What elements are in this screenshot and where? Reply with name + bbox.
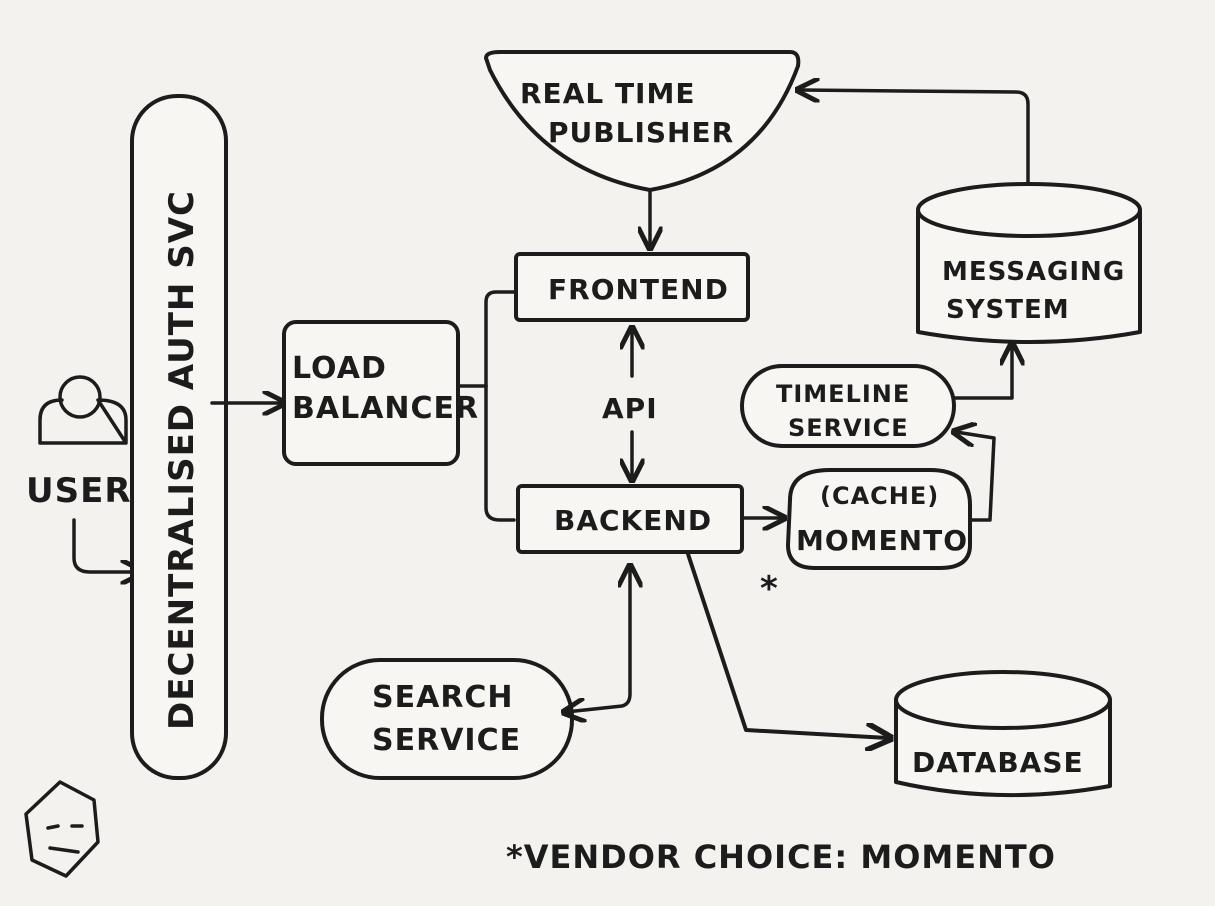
load-balancer-line1: LOAD [292, 351, 387, 386]
cache-asterisk: * [760, 569, 779, 609]
messaging-top [916, 182, 1142, 238]
search-line2: SERVICE [372, 723, 521, 758]
cache-line1: (CACHE) [820, 482, 939, 510]
load-balancer-node: LOAD BALANCER [282, 320, 479, 466]
user-to-auth-arrow [72, 518, 140, 572]
cache-line2: MOMENTO [796, 524, 968, 557]
cache-shape [786, 468, 972, 570]
cache-node: (CACHE) MOMENTO [786, 468, 972, 570]
auth-label: DECENTRALISED AUTH SVC [162, 190, 202, 730]
load-balancer-line2: BALANCER [292, 391, 479, 426]
user-label: USER [26, 471, 132, 511]
publisher-line1: REAL TIME [520, 77, 695, 110]
timeline-to-messaging-arrow [952, 346, 1012, 400]
face-doodle-icon [24, 780, 100, 878]
vendor-footnote: *VENDOR CHOICE: MOMENTO [506, 838, 1056, 876]
messaging-line1: MESSAGING [942, 257, 1125, 287]
timeline-node: TIMELINE SERVICE [740, 364, 956, 448]
publisher-node: REAL TIME PUBLISHER [484, 50, 801, 192]
publisher-shape [484, 50, 801, 192]
auth-pill [130, 94, 228, 780]
timeline-pill [740, 364, 956, 448]
messaging-line2: SYSTEM [946, 295, 1070, 325]
search-line1: SEARCH [372, 680, 514, 715]
database-top [894, 670, 1112, 730]
user-node: USER [26, 375, 132, 511]
messaging-node: MESSAGING SYSTEM [916, 182, 1142, 344]
api-label: API [602, 392, 658, 425]
backend-label: BACKEND [554, 504, 712, 537]
messaging-body [916, 210, 1142, 344]
messaging-to-publisher-arrow [800, 90, 1030, 184]
database-node: DATABASE [894, 670, 1112, 798]
load-balancer-box [282, 320, 460, 466]
auth-node: DECENTRALISED AUTH SVC [130, 94, 228, 780]
backend-node: BACKEND [516, 484, 744, 554]
frontend-node: FRONTEND [514, 252, 750, 322]
timeline-line1: TIMELINE [776, 380, 910, 408]
database-label: DATABASE [912, 746, 1084, 779]
search-node: SEARCH SERVICE [320, 658, 574, 780]
lb-to-backend-line [484, 384, 516, 522]
publisher-line2: PUBLISHER [548, 116, 734, 149]
frontend-box [514, 252, 750, 322]
person-icon [38, 375, 128, 445]
search-backend-arrow [566, 568, 630, 712]
cache-to-timeline-arrow [956, 432, 996, 522]
backend-to-database-arrow [686, 552, 888, 738]
frontend-label: FRONTEND [548, 273, 729, 306]
timeline-line2: SERVICE [788, 414, 909, 442]
lb-to-frontend-line [484, 290, 516, 388]
search-pill [320, 658, 574, 780]
